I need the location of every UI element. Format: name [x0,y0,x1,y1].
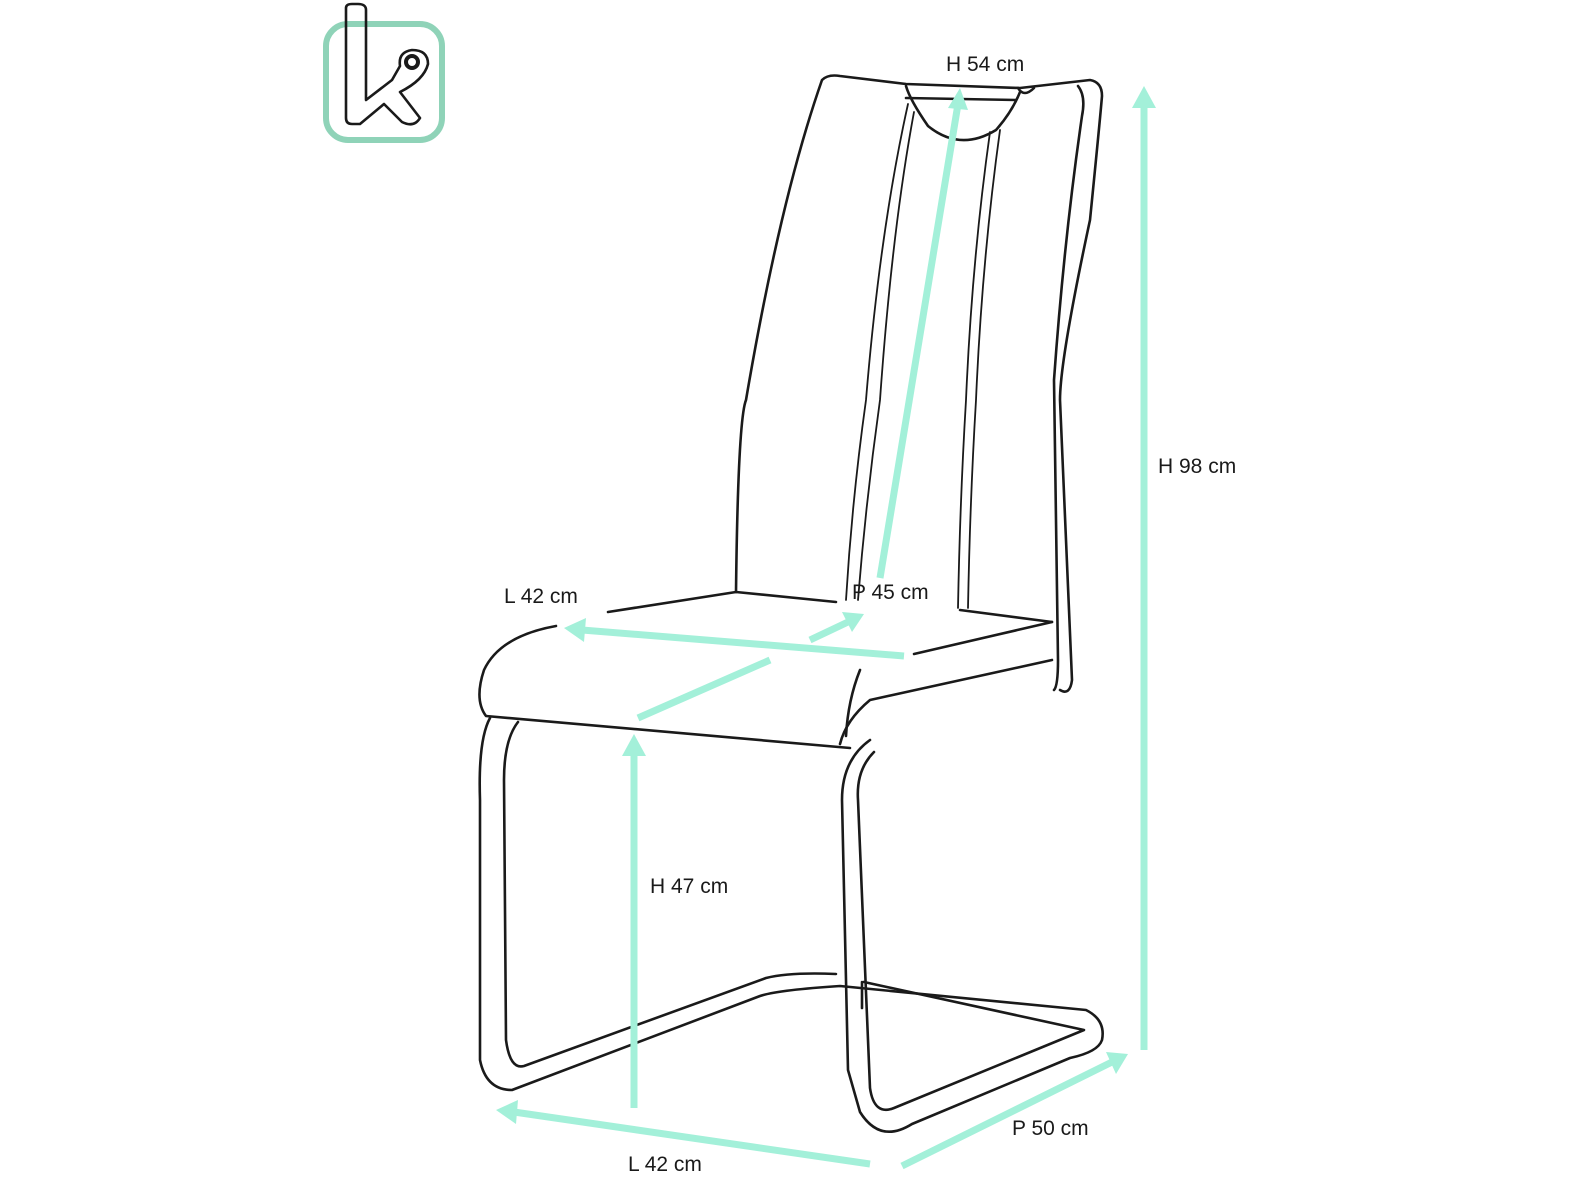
brand-logo-icon [323,2,445,143]
seat-width-label: L 42 cm [504,585,578,608]
base-depth-arrow [900,1052,1128,1170]
total-height-arrow [1132,86,1156,1050]
chair-seat [478,590,1054,750]
seat-height-label: H 47 cm [650,875,729,898]
base-width-label: L 42 cm [628,1153,702,1176]
dimension-arrows [496,86,1156,1170]
seat-depth-arrow [636,612,864,722]
chair-sled-base [478,716,1104,1133]
total-height-label: H 98 cm [1158,455,1237,478]
seat-width-arrow [564,618,905,660]
base-width-arrow [496,1100,871,1168]
seat-depth-label: P 45 cm [852,581,929,604]
base-depth-label: P 50 cm [1012,1117,1089,1140]
chair-backrest [734,74,1104,693]
seat-height-arrow [622,734,646,1108]
back-height-arrow [876,88,968,579]
back-height-label: H 54 cm [946,53,1025,76]
